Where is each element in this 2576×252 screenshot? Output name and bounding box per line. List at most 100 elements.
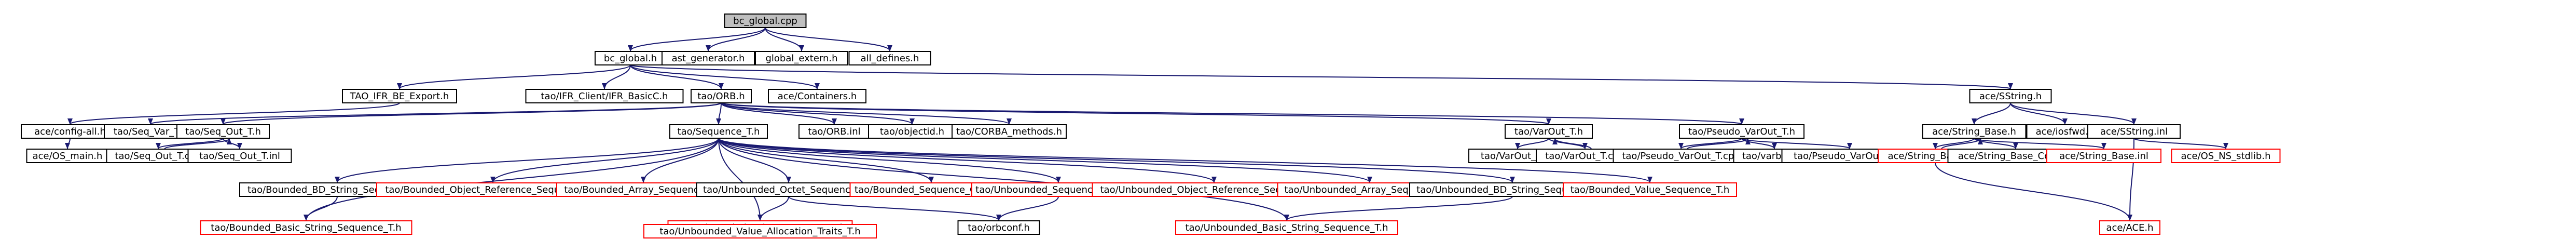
node-label: tao/Sequence_T.h xyxy=(678,126,760,137)
file-node[interactable]: tao/Bounded_Value_Sequence_T.h xyxy=(1563,182,1737,197)
file-node[interactable]: ace/ACE.h xyxy=(2099,220,2160,235)
file-node[interactable]: tao/Unbounded_Basic_String_Sequence_T.h xyxy=(1175,220,1398,235)
file-node[interactable]: tao/Unbounded_Value_Allocation_Traits_T.… xyxy=(643,224,877,238)
edge-arrow xyxy=(335,138,719,183)
node-label: tao/Bounded_Sequence_CDR_T.h xyxy=(855,184,1008,195)
file-node[interactable]: all_defines.h xyxy=(848,51,931,65)
node-box xyxy=(2171,149,2281,163)
file-node[interactable]: ace/config-all.h xyxy=(21,124,119,139)
node-box xyxy=(2099,220,2160,235)
file-node[interactable]: tao/orbconf.h xyxy=(957,220,1040,235)
node-box xyxy=(848,51,931,65)
edge-arrow xyxy=(765,27,892,51)
file-node[interactable]: bc_global.h xyxy=(595,51,666,65)
file-node[interactable]: ace/SString.h xyxy=(1969,89,2052,103)
file-node[interactable]: ace/String_Base.h xyxy=(1922,124,2027,139)
node-label: tao/VarOut_T.h xyxy=(1514,126,1583,137)
include-edge xyxy=(1741,138,1777,149)
file-node[interactable]: tao/CORBA_methods.h xyxy=(952,124,1067,139)
edge-arrow xyxy=(1933,138,1975,149)
include-edge xyxy=(718,138,1061,183)
node-box xyxy=(2046,149,2161,163)
node-label: tao/Pseudo_VarOut_T.h xyxy=(1688,126,1795,137)
node-box xyxy=(342,89,457,103)
node-label: ace/String_Base_Const.h xyxy=(1958,151,2073,162)
include-edge xyxy=(630,64,2013,89)
edge-arrow xyxy=(721,102,1012,125)
edge-arrow xyxy=(2133,138,2228,149)
file-node[interactable]: ace/Containers.h xyxy=(768,89,866,103)
edge-arrow xyxy=(164,138,232,150)
file-node[interactable]: tao/Pseudo_VarOut_T.cpp xyxy=(1613,149,1750,163)
file-node[interactable]: tao/Seq_Out_T.inl xyxy=(187,149,292,163)
file-node[interactable]: TAO_IFR_BE_Export.h xyxy=(342,89,457,103)
include-edge xyxy=(718,138,763,221)
include-edge xyxy=(718,138,1289,221)
include-edge xyxy=(67,102,400,125)
node-label: ace/config-all.h xyxy=(34,126,106,137)
include-edge xyxy=(721,102,837,125)
file-node[interactable]: global_extern.h xyxy=(755,51,848,65)
edge-arrow xyxy=(716,102,722,125)
edge-arrow xyxy=(706,27,766,51)
node-label: tao/Unbounded_Octet_Sequence_T.h xyxy=(703,184,874,195)
edge-arrow xyxy=(718,138,1061,183)
node-label: tao/Bounded_Array_Sequence_T.h xyxy=(564,184,723,195)
include-edge xyxy=(721,102,915,125)
edge-arrow xyxy=(1687,138,1751,150)
file-node[interactable]: tao/Sequence_T.h xyxy=(669,124,768,139)
node-label: ace/String_Base.inl xyxy=(2059,151,2148,162)
node-label: ace/String_Base.h xyxy=(1932,126,2016,137)
include-edge xyxy=(490,138,719,183)
edge-arrow xyxy=(304,138,719,221)
include-edge xyxy=(156,138,224,149)
node-box xyxy=(1175,220,1398,235)
node-label: ace/ACE.h xyxy=(2106,222,2153,233)
file-node[interactable]: tao/IFR_Client/IFR_BasicC.h xyxy=(525,89,684,103)
file-node[interactable]: tao/ORB.inl xyxy=(798,124,870,139)
file-node[interactable]: ace/String_Base.inl xyxy=(2046,149,2161,163)
node-box xyxy=(1679,124,1804,139)
node-box xyxy=(768,89,866,103)
include-edge xyxy=(602,64,631,89)
file-node[interactable]: tao/objectid.h xyxy=(868,124,956,139)
include-edge xyxy=(221,102,722,125)
include-edge xyxy=(304,196,338,221)
node-label: TAO_IFR_BE_Export.h xyxy=(350,91,449,102)
node-label: tao/Pseudo_VarOut_T.cpp xyxy=(1622,151,1740,162)
node-label: global_extern.h xyxy=(765,53,837,64)
edge-arrow xyxy=(1972,102,2011,125)
edge-arrow xyxy=(630,64,724,89)
file-node[interactable]: tao/ORB.h xyxy=(691,89,752,103)
include-edge xyxy=(2010,102,2068,125)
node-label: tao/Bounded_Object_Reference_Sequence_T.… xyxy=(385,184,600,195)
file-node[interactable]: ace/OS_main.h xyxy=(26,149,109,163)
node-label: ace/OS_main.h xyxy=(33,151,103,162)
include-edge xyxy=(1974,138,2018,149)
edge-arrow xyxy=(1515,138,1549,149)
include-edge xyxy=(765,27,804,51)
edge-arrow xyxy=(2010,102,2137,125)
file-node[interactable]: tao/Pseudo_VarOut_T.h xyxy=(1679,124,1804,139)
edge-arrow xyxy=(628,27,766,51)
node-label: ace/iosfwd.h xyxy=(2036,126,2095,137)
edge-arrow xyxy=(641,138,719,183)
file-node[interactable]: ace/SString.inl xyxy=(2087,124,2181,139)
file-node[interactable]: tao/VarOut_T.h xyxy=(1505,124,1593,139)
edges-layer xyxy=(65,27,2228,234)
include-edge xyxy=(788,196,1001,221)
edge-arrow xyxy=(721,102,915,125)
file-node[interactable]: ast_generator.h xyxy=(662,51,755,65)
file-node[interactable]: tao/Bounded_Basic_String_Sequence_T.h xyxy=(200,220,412,235)
node-label: bc_global.h xyxy=(604,53,657,64)
include-edge xyxy=(765,27,892,51)
edge-arrow xyxy=(490,138,719,183)
node-label: tao/VarOut_T.cpp xyxy=(1545,151,1624,162)
include-edge xyxy=(628,27,766,51)
file-node[interactable]: ace/OS_NS_stdlib.h xyxy=(2171,149,2281,163)
file-node[interactable]: tao/Seq_Out_T.h xyxy=(176,124,270,139)
node-label: ace/Containers.h xyxy=(778,91,857,102)
edge-arrow xyxy=(1284,196,1513,221)
node-box xyxy=(755,51,848,65)
include-edge xyxy=(65,138,71,149)
